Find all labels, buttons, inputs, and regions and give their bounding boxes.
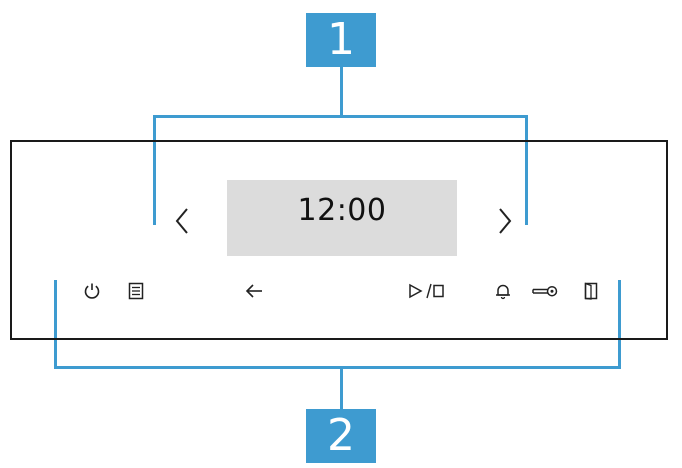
callout-1-stem — [340, 67, 343, 117]
callout-1-bar — [153, 115, 528, 118]
door-icon[interactable] — [581, 281, 601, 301]
power-icon[interactable] — [82, 281, 102, 301]
display-time: 12:00 — [297, 192, 387, 228]
callout-marker-1: 1 — [306, 13, 376, 67]
menu-icon[interactable] — [126, 281, 146, 301]
chevron-right-icon[interactable] — [494, 205, 516, 237]
callout-2-bar — [54, 366, 621, 369]
callout-2-left-leg — [54, 280, 57, 369]
key-icon[interactable] — [532, 281, 558, 301]
back-arrow-icon[interactable] — [244, 281, 264, 301]
control-panel — [10, 140, 668, 340]
chevron-left-icon[interactable] — [171, 205, 193, 237]
callout-2-right-leg — [618, 280, 621, 369]
callout-1-right-leg — [525, 115, 528, 225]
display-screen: 12:00 — [227, 180, 457, 256]
callout-2-stem — [340, 367, 343, 411]
callout-marker-2: 2 — [306, 409, 376, 463]
callout-1-left-leg — [153, 115, 156, 225]
bell-icon[interactable] — [493, 281, 513, 301]
start-stop-icon[interactable] — [408, 281, 444, 301]
